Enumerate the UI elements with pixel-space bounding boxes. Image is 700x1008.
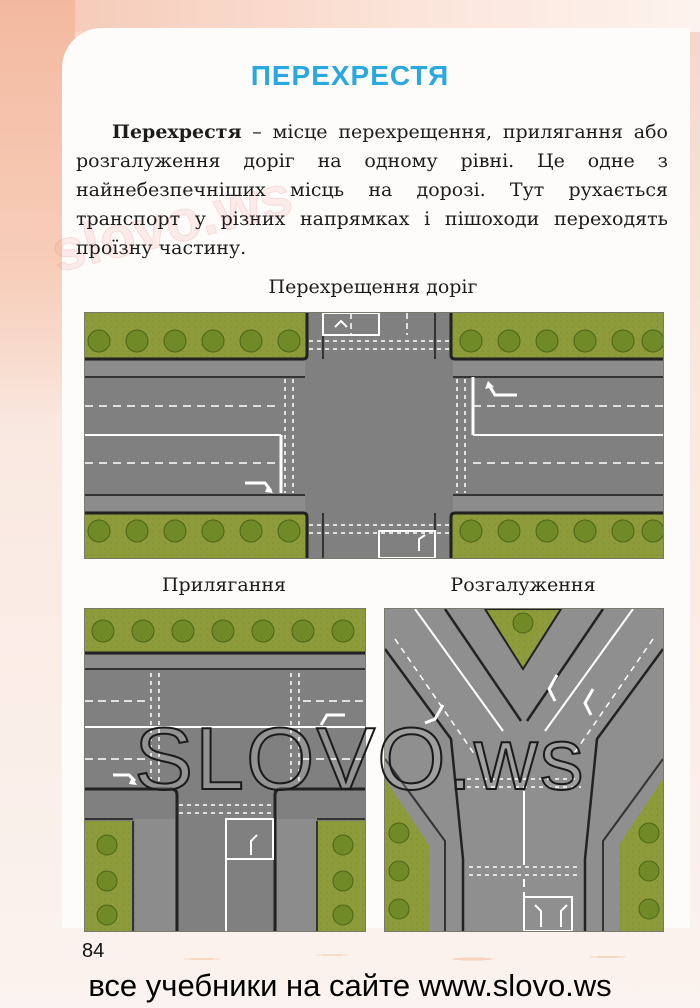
- leaf-decoration: [150, 935, 670, 975]
- intro-text: – місце перехрещення, прилягання або роз…: [76, 121, 668, 259]
- adjacency-diagram: [84, 608, 366, 932]
- branching-caption: Розгалуження: [450, 574, 596, 596]
- watermark: SLOVO.ws: [133, 708, 586, 809]
- top-decoration: [0, 0, 700, 32]
- crossing-caption: Перехрещення доріг: [268, 276, 478, 298]
- footer-text: все учебники на сайте www.slovo.ws: [88, 968, 612, 1003]
- page-number: 84: [82, 940, 105, 962]
- branching-diagram: [384, 608, 664, 932]
- adjacency-caption: Прилягання: [161, 574, 287, 596]
- crossing-diagram: [84, 312, 664, 559]
- page-title: ПЕРЕХРЕСТЯ: [250, 60, 450, 91]
- intro-paragraph: Перехрестя – місце перехрещення, приляга…: [76, 118, 668, 263]
- intro-term: Перехрестя: [112, 121, 242, 143]
